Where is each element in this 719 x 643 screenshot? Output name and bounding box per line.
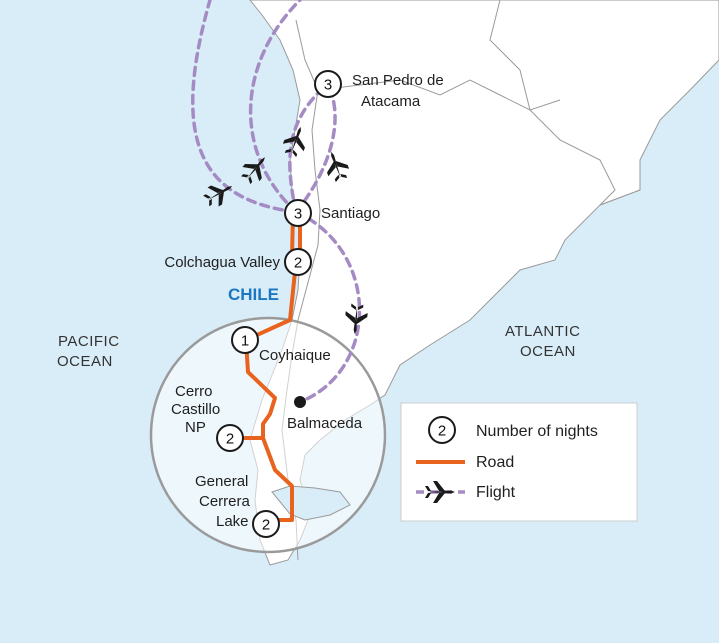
airplane-icons (203, 126, 368, 334)
stop-marker-san-pedro: 3 (314, 70, 342, 98)
label-general-carrera-line3: Lake (216, 513, 249, 530)
label-cerro-castillo-line2: Castillo (171, 401, 220, 418)
svg-text:2: 2 (438, 423, 446, 440)
label-san-pedro-line2: Atacama (361, 93, 421, 110)
stop-marker-cerro-castillo: 2 (216, 424, 244, 452)
airplane-icon (203, 185, 233, 207)
stop-marker-colchagua: 2 (284, 248, 312, 276)
label-cerro-castillo-line1: Cerro (175, 383, 213, 400)
road-lake (261, 436, 294, 522)
legend-road-label: Road (476, 454, 514, 471)
label-san-pedro-line1: San Pedro de (352, 72, 444, 89)
label-balmaceda: Balmaceda (287, 415, 363, 432)
label-pacific-line1: PACIFIC (58, 333, 120, 350)
border-uruguay (599, 189, 641, 206)
label-cerro-castillo-line3: NP (185, 419, 206, 436)
legend-nights-marker: 2 (428, 416, 456, 444)
border-paraguay (529, 109, 616, 206)
label-pacific-line2: OCEAN (57, 353, 113, 370)
airplane-icon (241, 157, 265, 185)
legend-nights-label: Number of nights (476, 423, 598, 440)
border-brazil (489, 0, 531, 111)
svg-text:1: 1 (241, 333, 249, 350)
airplane-icon (282, 126, 305, 158)
stop-marker-santiago: 3 (284, 199, 312, 227)
border-bolivia-argentina (317, 79, 561, 111)
balmaceda-airport-marker (294, 396, 306, 408)
flight-routes (191, 0, 362, 404)
label-colchagua: Colchagua Valley (164, 254, 280, 271)
label-coyhaique: Coyhaique (259, 347, 331, 364)
stop-marker-general-carrera: 2 (252, 510, 280, 538)
airplane-icon (345, 303, 368, 334)
legend: 2 Number of nights Road Flight (400, 402, 638, 522)
svg-text:2: 2 (262, 517, 270, 534)
label-general-carrera-line1: General (195, 473, 248, 490)
label-general-carrera-line2: Cerrera (199, 493, 251, 510)
label-country-chile: CHILE (228, 285, 279, 304)
flight-santiago-san-pedro-west (288, 82, 330, 214)
stop-marker-coyhaique: 1 (231, 326, 259, 354)
road-south (243, 260, 298, 440)
svg-text:2: 2 (226, 431, 234, 448)
svg-text:3: 3 (294, 206, 302, 223)
flight-santiago-north (248, 0, 302, 214)
label-atlantic-line2: OCEAN (520, 343, 576, 360)
svg-text:2: 2 (294, 255, 302, 272)
airplane-icon (327, 151, 350, 183)
legend-flight-label: Flight (476, 484, 516, 501)
label-atlantic-line1: ATLANTIC (505, 323, 580, 340)
label-santiago: Santiago (321, 205, 380, 222)
svg-text:3: 3 (324, 77, 332, 94)
flight-santiago-balmaceda (294, 210, 362, 404)
legend-airplane-icon (425, 481, 455, 503)
flight-santiago-north-west (191, 0, 298, 214)
